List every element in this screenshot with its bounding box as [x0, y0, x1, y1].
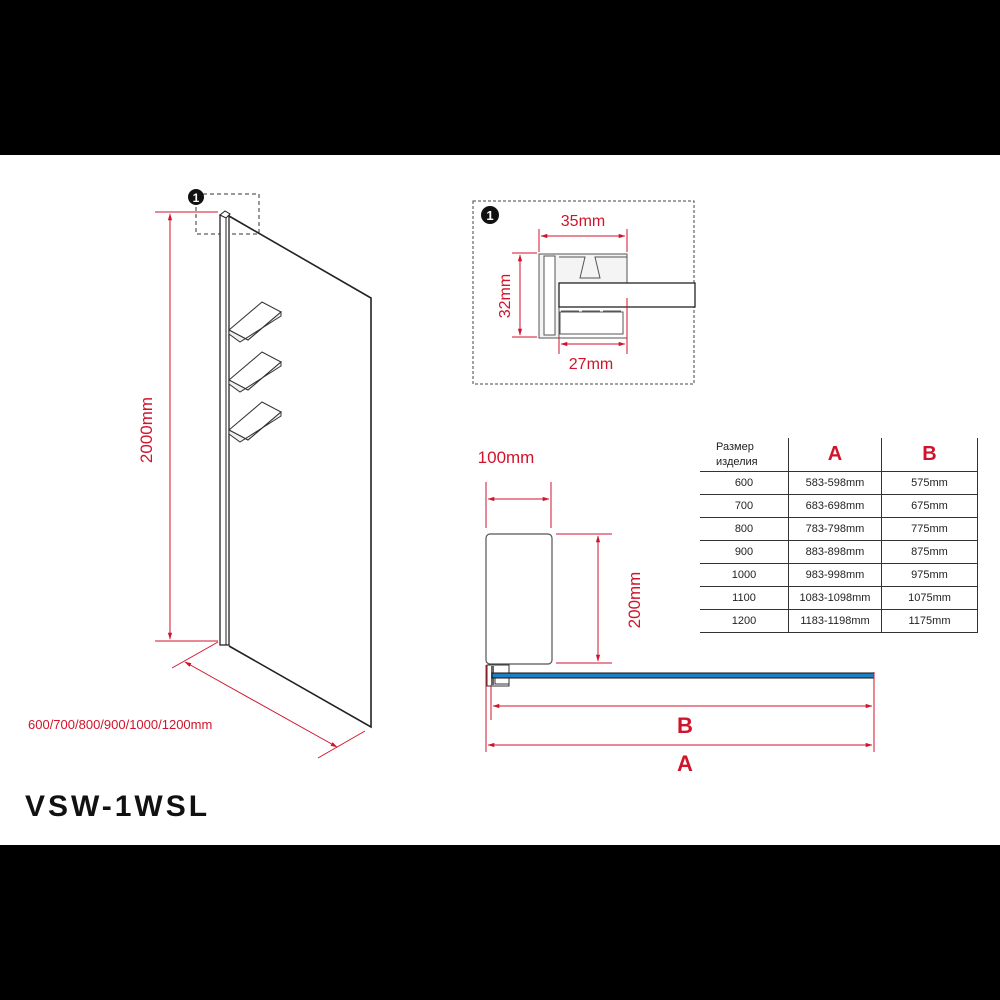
- shelf-outline: [485, 533, 553, 665]
- glass-panel-top-view: [491, 672, 875, 679]
- shelves: [228, 301, 282, 443]
- shelf-length-label: 200mm: [625, 572, 644, 629]
- technical-drawing: 1 2000mm 6: [28, 189, 875, 776]
- header-a: A: [788, 438, 882, 472]
- header-size: Размер изделия: [700, 438, 789, 472]
- shelf-depth-label: 100mm: [478, 448, 535, 467]
- profile-detail-view: 1 35mm 32mm 27mm: [472, 200, 696, 385]
- bottom-width-label: 27mm: [569, 356, 613, 373]
- glass-panel: [228, 215, 372, 729]
- model-title: VSW-1WSL: [25, 790, 211, 823]
- wall-profile: [219, 214, 230, 646]
- top-width-label: 35mm: [561, 213, 605, 230]
- detail-badge-icon: [481, 206, 499, 224]
- isometric-panel-view: 1 2000mm 6: [28, 189, 372, 759]
- dim-b-label: B: [677, 713, 693, 738]
- header-b: B: [881, 438, 978, 472]
- svg-text:1: 1: [193, 191, 200, 205]
- svg-text:1: 1: [486, 208, 493, 223]
- width-dimension-label: 600/700/800/900/1000/1200mm: [28, 717, 212, 732]
- height-dimension-label: 2000mm: [137, 397, 156, 463]
- table-header-row: Размер изделия A B: [700, 438, 978, 472]
- callout-badge-icon: [188, 189, 204, 205]
- plan-view: 100mm 200mm B A: [478, 448, 875, 776]
- drawing-sheet: 1 2000mm 6: [0, 155, 1000, 845]
- dim-a-label: A: [677, 751, 693, 776]
- height-label: 32mm: [497, 274, 514, 318]
